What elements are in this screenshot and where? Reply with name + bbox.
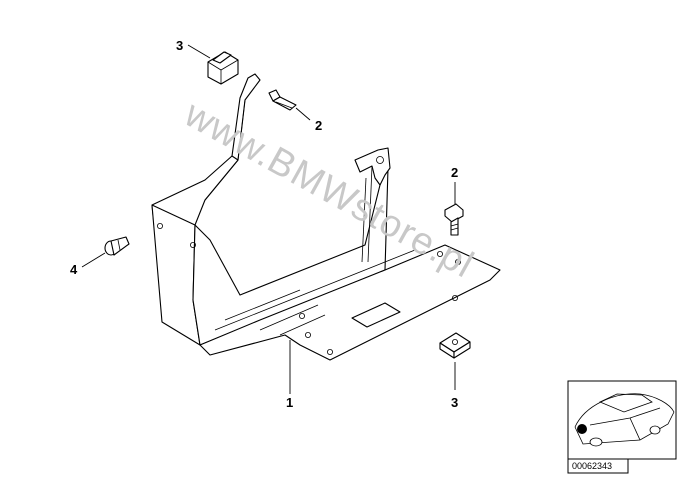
callout-2-top[interactable]: 2 bbox=[315, 118, 322, 133]
callout-3-top[interactable]: 3 bbox=[176, 38, 183, 53]
callout-4[interactable]: 4 bbox=[70, 262, 78, 277]
callout-2-right[interactable]: 2 bbox=[451, 165, 458, 180]
watermark-text: www.BMWstore.pl bbox=[177, 93, 481, 287]
bracket-part-1[interactable] bbox=[151, 73, 501, 361]
callout-3-bottom[interactable]: 3 bbox=[451, 395, 458, 410]
document-number: 00062343 bbox=[572, 461, 612, 471]
leader-lines bbox=[81, 44, 456, 394]
location-marker-icon bbox=[577, 424, 587, 434]
screw-left-part-4[interactable] bbox=[104, 236, 130, 256]
clip-nut-top-part-3[interactable] bbox=[207, 51, 239, 85]
bolt-top-part-2[interactable] bbox=[268, 89, 297, 111]
vehicle-thumbnail: 00062343 bbox=[567, 380, 677, 474]
callout-1[interactable]: 1 bbox=[286, 395, 293, 410]
clip-nut-bottom-part-3[interactable] bbox=[439, 332, 471, 359]
bolt-right-part-2[interactable] bbox=[444, 203, 464, 236]
